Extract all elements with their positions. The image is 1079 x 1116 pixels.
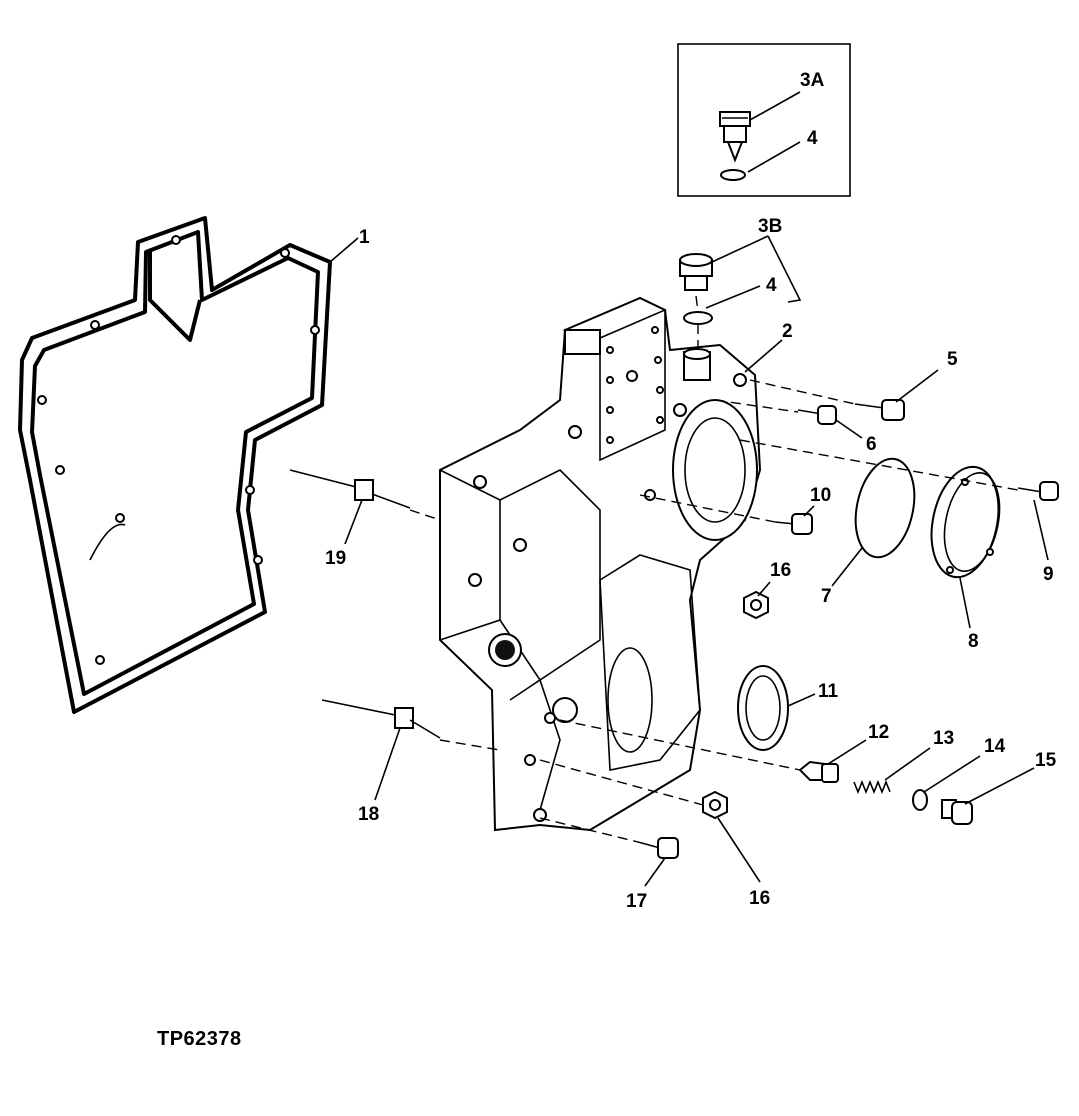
callout-5: 5	[947, 349, 958, 370]
washer-14-part	[912, 789, 928, 811]
nut-16-upper-part	[743, 590, 769, 620]
callout-4-inset: 4	[807, 128, 818, 149]
front-cover-housing-2-part	[439, 296, 762, 832]
callout-12: 12	[868, 722, 889, 743]
cap-screw-9-part	[1017, 481, 1059, 501]
cap-screw-17-part	[637, 837, 679, 859]
callout-2: 2	[782, 321, 793, 342]
callout-14: 14	[984, 736, 1006, 757]
plug-3b-part	[679, 253, 713, 291]
callout-11: 11	[818, 681, 839, 702]
callout-8: 8	[968, 631, 979, 652]
leader-lines	[329, 235, 1049, 887]
callout-4: 4	[766, 275, 777, 296]
callout-1: 1	[359, 227, 370, 248]
valve-12-part	[798, 760, 839, 783]
callout-7: 7	[821, 586, 832, 607]
o-ring-4-inset-part	[720, 169, 746, 181]
callout-16-lower: 16	[749, 888, 770, 909]
callout-9: 9	[1043, 564, 1054, 585]
callout-18: 18	[358, 804, 379, 825]
callout-6: 6	[866, 434, 877, 455]
gasket-7-part	[854, 457, 916, 559]
callout-13: 13	[933, 728, 954, 749]
cap-screw-5-part	[854, 399, 905, 421]
callout-3a: 3A	[800, 70, 825, 91]
callout-labels: 1 2 3A 3B 4 4 5 6 7 8 9 10 11 12 13 14 1…	[325, 70, 1057, 912]
callout-10: 10	[810, 485, 831, 506]
callout-3b: 3B	[758, 216, 782, 237]
inset-box-3a	[677, 43, 851, 197]
o-ring-4-part	[683, 311, 713, 325]
figure-id: TP62378	[157, 1028, 242, 1050]
gasket-1-part	[18, 216, 332, 714]
nut-16-lower-part	[702, 790, 728, 820]
cap-screw-6-part	[797, 405, 837, 425]
stud-18-part	[321, 699, 441, 739]
plug-15-part	[941, 799, 973, 825]
plug-3a-part	[719, 111, 751, 163]
callout-19: 19	[325, 548, 346, 569]
callout-16-upper: 16	[770, 560, 791, 581]
stud-19-part	[289, 469, 411, 509]
callout-17: 17	[626, 891, 647, 912]
cap-screw-10-part	[774, 513, 813, 535]
assembly-lines	[409, 295, 1019, 843]
seal-11-part	[737, 665, 789, 751]
spring-13-part	[853, 779, 891, 795]
cover-plate-8-part	[930, 465, 1001, 579]
callout-15: 15	[1035, 750, 1057, 771]
